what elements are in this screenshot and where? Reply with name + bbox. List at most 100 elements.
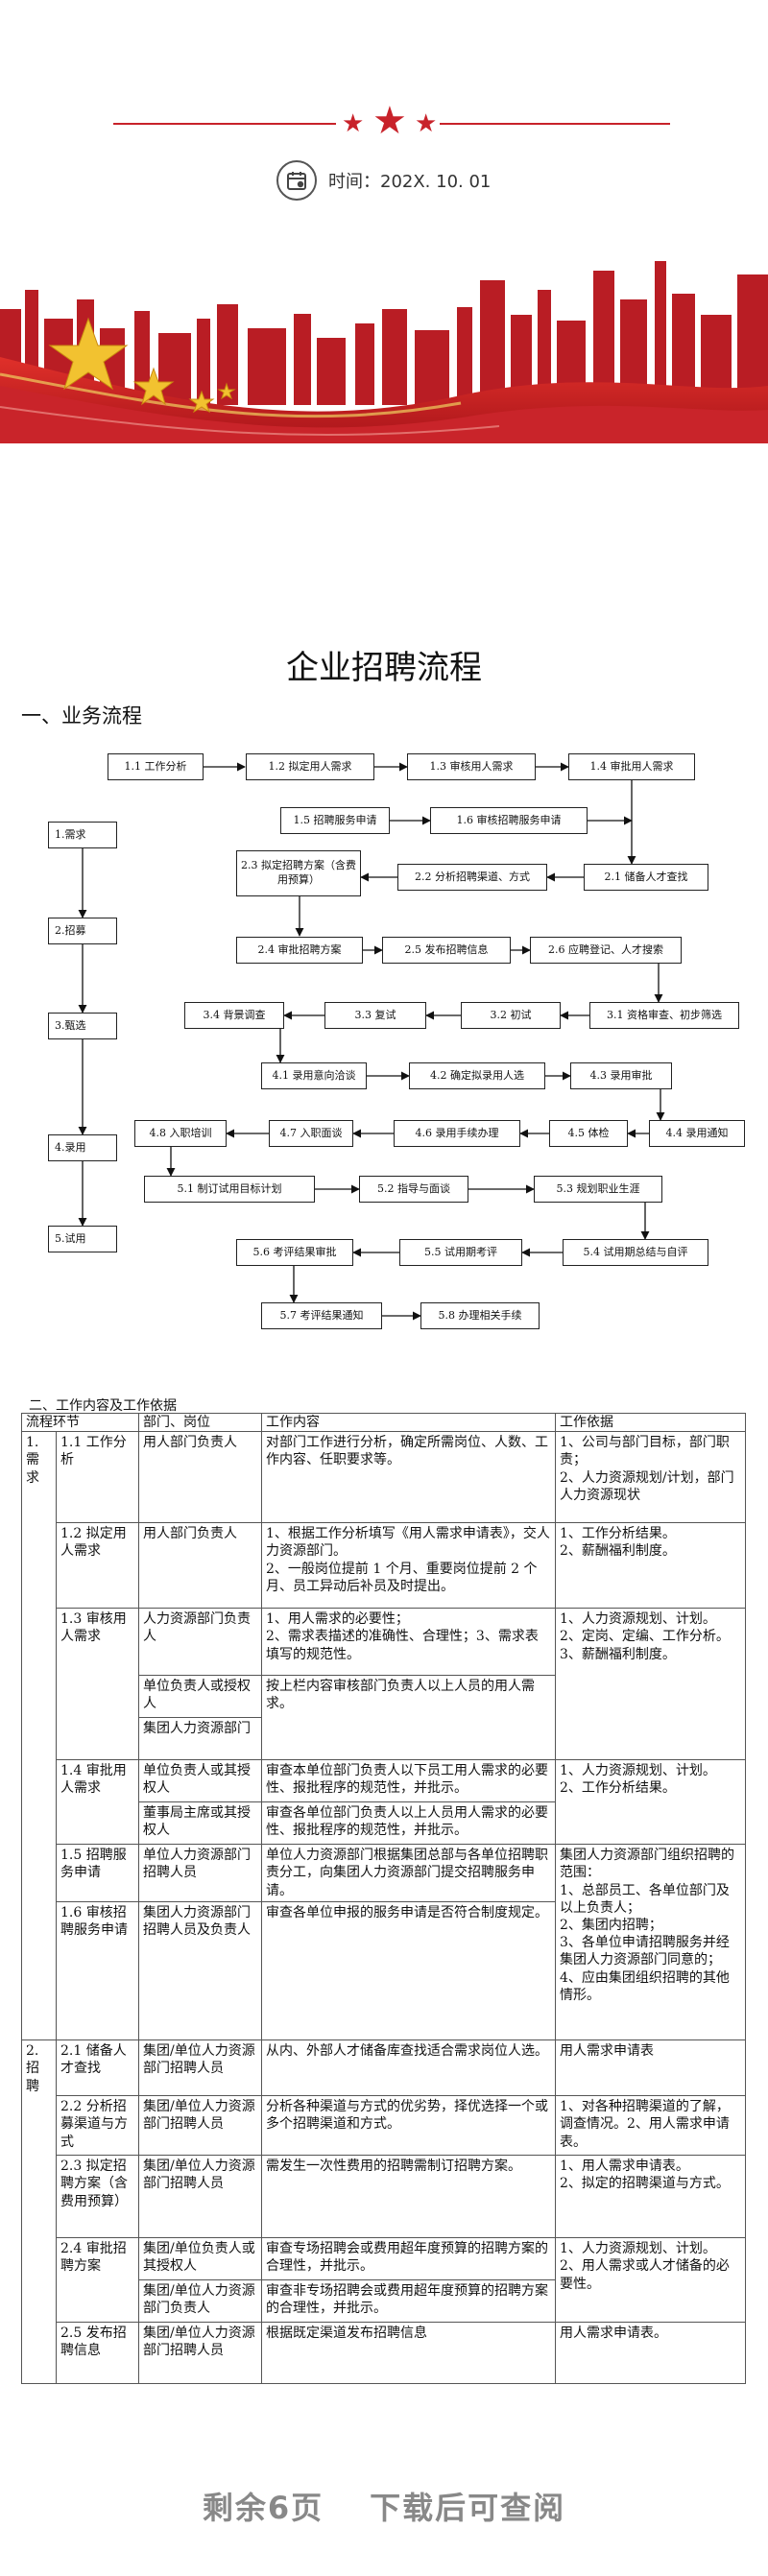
header-rule-left: [113, 123, 336, 125]
star-icon: ★: [415, 109, 438, 138]
dept-cell: 单位负责人或授权人: [138, 1675, 262, 1719]
table-row: 2.4 审批招聘方案 集团/单位负责人或其授权人 审查专场招聘会或费用超年度预算…: [22, 2237, 746, 2324]
flow-stage-recruit: 2.招募: [48, 918, 117, 944]
table-row: 1.需求 1.1 工作分析 用人部门负责人 对部门工作进行分析，确定所需岗位、人…: [21, 1431, 746, 2041]
header-cell: 工作依据: [555, 1412, 746, 1433]
header-cell: 部门、岗位: [138, 1412, 262, 1433]
step-cell: 2.1 储备人才查找: [56, 2039, 139, 2097]
flow-step-3-2: 3.2 初试: [461, 1002, 561, 1029]
flow-step-2-3: 2.3 拟定招聘方案（含费用预算）: [236, 850, 361, 896]
dept-cell: 集团/单位人力资源部门招聘人员: [138, 2322, 262, 2385]
basis-cell: 1、人力资源规划、计划。 2、工作分析结果。: [555, 1759, 746, 1846]
document-title: 企业招聘流程: [286, 649, 482, 687]
star-icon: ★: [372, 99, 407, 143]
basis-cell: 集团人力资源部门组织招聘的范围： 1、总部员工、各单位部门及以上负责人； 2、集…: [555, 1844, 746, 2041]
download-hint-text: 下载后可查阅: [370, 2490, 566, 2526]
flow-step-4-7: 4.7 入职面谈: [269, 1120, 353, 1147]
flow-step-1-4: 1.4 审批用人需求: [568, 753, 695, 780]
table-row: 集团/单位人力资源部门负责人 审查非专场招聘会或费用超年度预算的招聘方案的合理性…: [22, 2279, 746, 2324]
work-content-table: 流程环节 部门、岗位 工作内容 工作依据 1.需求 1.1 工作分析 用人部门负…: [21, 1412, 746, 2385]
table-row: 2.5 发布招聘信息 集团/单位人力资源部门招聘人员 根据既定渠道发布招聘信息 …: [22, 2322, 746, 2385]
dept-cell: 单位负责人或其授权人: [138, 1759, 262, 1803]
section-heading-content: 二、工作内容及工作依据: [29, 1398, 177, 1414]
dept-cell: 用人部门负责人: [138, 1522, 262, 1610]
step-cell: 2.3 拟定招聘方案（含费用预算）: [56, 2155, 139, 2239]
flow-step-2-6: 2.6 应聘登记、人才搜索: [530, 937, 682, 964]
stage-cell: 2.招聘: [21, 2039, 57, 2385]
content-cell: 分析各种渠道与方式的优劣势，择优选择一个或多个招聘渠道和方式。: [261, 2095, 556, 2157]
content-cell: 按上栏内容审核部门负责人以上人员的用人需求。: [261, 1675, 556, 1761]
dept-cell: 集团/单位人力资源部门招聘人员: [138, 2039, 262, 2097]
table-row: 2.3 拟定招聘方案（含费用预算） 集团/单位人力资源部门招聘人员 需发生一次性…: [22, 2155, 746, 2239]
table-row: 1.6 审核招聘服务申请 集团人力资源部门招聘人员及负责人 审查各单位申报的服务…: [22, 1901, 746, 2041]
flow-step-2-5: 2.5 发布招聘信息: [382, 937, 511, 964]
table-row: 1.4 审批用人需求 单位负责人或其授权人 审查本单位部门负责人以下员工用人需求…: [22, 1759, 746, 1846]
flow-step-4-1: 4.1 录用意向洽谈: [261, 1062, 367, 1089]
flow-step-5-5: 5.5 试用期考评: [399, 1239, 522, 1266]
content-cell: 审查本单位部门负责人以下员工用人需求的必要性、报批程序的规范性，并批示。: [261, 1759, 556, 1803]
dept-cell: 集团人力资源部门: [138, 1717, 262, 1761]
basis-cell: 1、人力资源规划、计划。 2、用人需求或人才储备的必要性。: [555, 2237, 746, 2324]
step-cell: 1.4 审批用人需求: [56, 1759, 139, 1846]
flow-step-4-4: 4.4 录用通知: [649, 1120, 745, 1147]
basis-cell: 用人需求申请表: [555, 2039, 746, 2097]
table-row: 董事局主席或其授权人 审查各单位部门负责人以上人员用人需求的必要性、报批程序的规…: [22, 1801, 746, 1846]
table-row: 1.2 拟定用人需求 用人部门负责人 1、根据工作分析填写《用人需求申请表》，交…: [22, 1522, 746, 1610]
step-cell: 2.5 发布招聘信息: [56, 2322, 139, 2385]
dept-cell: 董事局主席或其授权人: [138, 1801, 262, 1846]
step-cell: 1.1 工作分析: [56, 1431, 139, 1524]
basis-cell: 1、对各种招聘渠道的了解，调查情况。2、用人需求申请表。: [555, 2095, 746, 2157]
flow-step-1-5: 1.5 招聘服务申请: [280, 807, 390, 834]
content-cell: 对部门工作进行分析，确定所需岗位、人数、工作内容、任职要求等。: [261, 1431, 556, 1524]
dept-cell: 集团/单位负责人或其授权人: [138, 2237, 262, 2281]
header-cell: 工作内容: [261, 1412, 556, 1433]
flow-step-3-4: 3.4 背景调查: [184, 1002, 284, 1029]
date-row: 时间：202X. 10. 01: [276, 160, 491, 201]
calendar-icon: [276, 160, 317, 201]
flow-step-5-1: 5.1 制订试用目标计划: [144, 1176, 315, 1203]
dept-cell: 用人部门负责人: [138, 1431, 262, 1524]
flow-step-5-6: 5.6 考评结果审批: [236, 1239, 353, 1266]
content-cell: 从内、外部人才储备库查找适合需求岗位人选。: [261, 2039, 556, 2097]
download-banner[interactable]: 剩余6页 下载后可查阅: [0, 2484, 768, 2528]
dept-cell: 人力资源部门负责人: [138, 1608, 262, 1677]
step-cell: 2.4 审批招聘方案: [56, 2237, 139, 2324]
flow-step-3-1: 3.1 资格审查、初步筛选: [589, 1002, 739, 1029]
table-row: 单位负责人或授权人 按上栏内容审核部门负责人以上人员的用人需求。: [22, 1675, 746, 1761]
remaining-pages-text: 剩余6页: [202, 2490, 324, 2526]
step-cell: 1.2 拟定用人需求: [56, 1522, 139, 1610]
flow-stage-screen: 3.甄选: [48, 1013, 117, 1039]
flow-step-5-3: 5.3 规划职业生涯: [534, 1176, 662, 1203]
flow-stage-demand: 1.需求: [48, 822, 117, 848]
flow-step-5-2: 5.2 指导与面谈: [359, 1176, 468, 1203]
table-row: 集团人力资源部门: [22, 1717, 746, 1761]
flow-step-5-8: 5.8 办理相关手续: [420, 1302, 540, 1329]
flow-step-1-2: 1.2 拟定用人需求: [246, 753, 374, 780]
dept-cell: 集团/单位人力资源部门负责人: [138, 2279, 262, 2324]
banner-image: [0, 261, 768, 443]
flow-step-4-6: 4.6 录用手续办理: [394, 1120, 520, 1147]
step-cell: 1.3 审核用人需求: [56, 1608, 139, 1761]
content-cell: 审查非专场招聘会或费用超年度预算的招聘方案的合理性，并批示。: [261, 2279, 556, 2324]
basis-cell: 1、人力资源规划、计划。 2、定岗、定编、工作分析。 3、薪酬福利制度。: [555, 1608, 746, 1761]
content-cell: 1、根据工作分析填写《用人需求申请表》，交人力资源部门。 2、一般岗位提前 1 …: [261, 1522, 556, 1610]
flow-stage-hire: 4.录用: [48, 1134, 117, 1161]
header-rule-right: [440, 123, 670, 125]
dept-cell: 单位人力资源部门招聘人员: [138, 1844, 262, 1903]
basis-cell: 1、工作分析结果。 2、薪酬福利制度。: [555, 1522, 746, 1610]
content-cell: 根据既定渠道发布招聘信息: [261, 2322, 556, 2385]
table-row: 1.3 审核用人需求 人力资源部门负责人 1、用人需求的必要性； 2、需求表描述…: [22, 1608, 746, 1761]
dept-cell: 集团/单位人力资源部门招聘人员: [138, 2095, 262, 2157]
content-cell: 1、用人需求的必要性； 2、需求表描述的准确性、合理性；3、需求表填写的规范性。: [261, 1608, 556, 1677]
section-heading-process: 一、业务流程: [21, 704, 142, 727]
content-cell: 审查专场招聘会或费用超年度预算的招聘方案的合理性，并批示。: [261, 2237, 556, 2281]
flow-step-4-5: 4.5 体检: [549, 1120, 628, 1147]
content-cell: 审查各单位申报的服务申请是否符合制度规定。: [261, 1901, 556, 2041]
basis-cell: 用人需求申请表。: [555, 2322, 746, 2385]
flow-step-4-2: 4.2 确定拟录用人选: [409, 1062, 545, 1089]
flow-step-5-7: 5.7 考评结果通知: [261, 1302, 382, 1329]
flow-step-2-1: 2.1 储备人才查找: [584, 864, 708, 891]
flow-step-2-2: 2.2 分析招聘渠道、方式: [397, 864, 547, 891]
flow-step-2-4: 2.4 审批招聘方案: [236, 937, 363, 964]
star-icon: ★: [342, 109, 365, 138]
